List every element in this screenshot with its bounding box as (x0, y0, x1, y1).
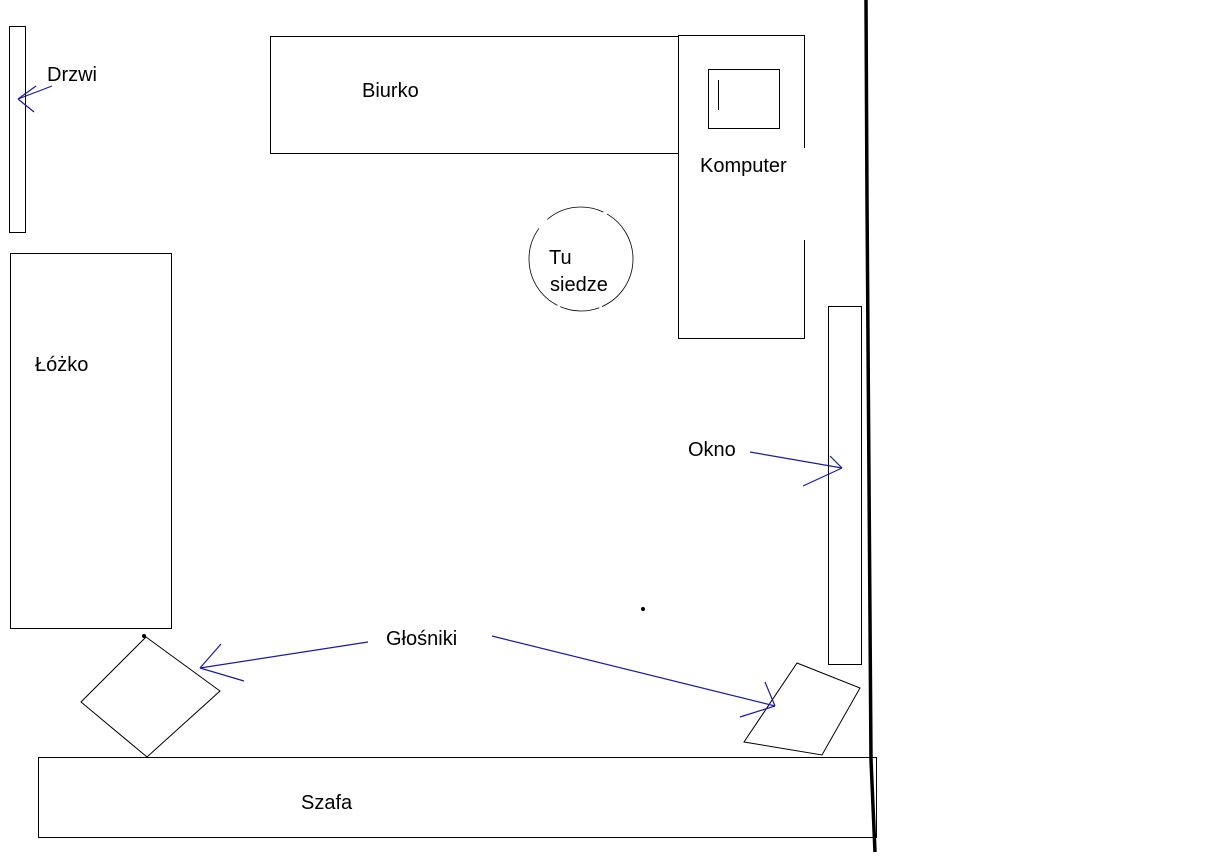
bed-shape (10, 253, 172, 629)
speakers-label: Głośniki (386, 628, 457, 650)
window-arrow (749, 451, 843, 487)
wardrobe-shape (38, 757, 877, 838)
seat-circle (528, 206, 634, 312)
right-speaker-shape (743, 662, 861, 756)
right-speaker-arrow (491, 635, 776, 718)
door-label: Drzwi (47, 64, 97, 86)
wardrobe-label: Szafa (301, 792, 353, 814)
seat-label-line2: siedze (550, 274, 608, 296)
window-shape (828, 306, 862, 665)
wall-line (864, 0, 877, 853)
door-arrow (17, 85, 53, 113)
window-label: Okno (688, 439, 736, 461)
door-shape (9, 26, 26, 233)
bed-label: Łóżko (35, 354, 88, 376)
computer-shape (678, 35, 805, 339)
computer-label: Komputer (700, 155, 787, 177)
left-speaker-shape (80, 636, 221, 758)
desk-shape (270, 36, 679, 154)
monitor-shape (708, 69, 780, 129)
desk-label: Biurko (362, 80, 419, 102)
dot-marker (142, 634, 146, 638)
left-speaker-arrow (199, 641, 369, 682)
seat-label-line1: Tu (549, 247, 572, 269)
dot-marker (641, 607, 645, 611)
